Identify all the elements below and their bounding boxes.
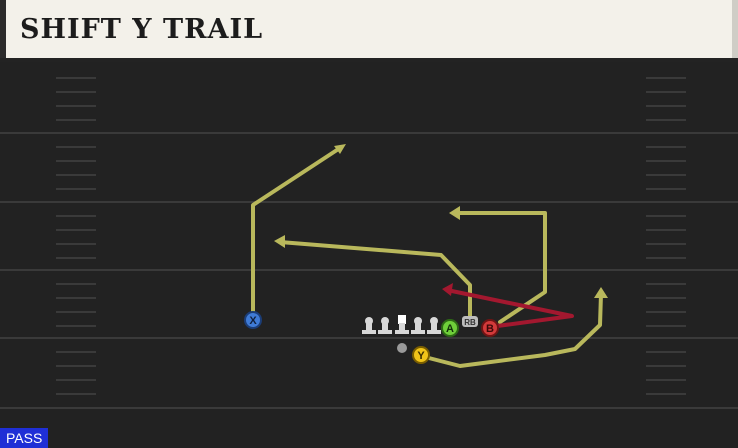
playbook-field — [0, 62, 738, 448]
offensive-line — [362, 315, 441, 334]
svg-text:Y: Y — [417, 350, 425, 362]
route-y-wheel — [419, 292, 603, 368]
svg-text:X: X — [249, 315, 257, 327]
arrow-head — [449, 206, 460, 220]
svg-text:B: B — [486, 323, 494, 335]
arrow-head — [274, 235, 285, 248]
lineman — [362, 317, 376, 334]
rb-tag: RB — [462, 316, 478, 327]
svg-text:A: A — [446, 323, 454, 335]
lineman — [411, 317, 425, 334]
lineman — [427, 317, 441, 334]
quarterback — [397, 343, 407, 353]
center — [395, 315, 409, 334]
play-title-bar: SHIFT Y TRAIL — [0, 0, 738, 58]
arrow-head — [334, 144, 346, 154]
player-b-icon[interactable]: B — [481, 319, 499, 337]
title-accent — [0, 0, 6, 58]
player-x-icon[interactable]: X — [244, 311, 262, 329]
hash-marks-right — [646, 77, 686, 395]
arrow-head — [594, 287, 608, 298]
yard-lines — [0, 132, 738, 409]
route-a-corner — [278, 240, 472, 324]
hash-marks-left — [56, 77, 96, 395]
play-title: SHIFT Y TRAIL — [20, 14, 264, 45]
player-a-icon[interactable]: A — [441, 319, 459, 337]
arrow-head-hot — [442, 283, 453, 296]
play-type-badge: PASS — [0, 428, 49, 448]
route-b-hot — [445, 288, 574, 329]
rb-label: RB — [464, 318, 476, 327]
player-y-icon[interactable]: Y — [412, 346, 430, 364]
route-x-post — [251, 146, 342, 320]
lineman — [378, 317, 392, 334]
